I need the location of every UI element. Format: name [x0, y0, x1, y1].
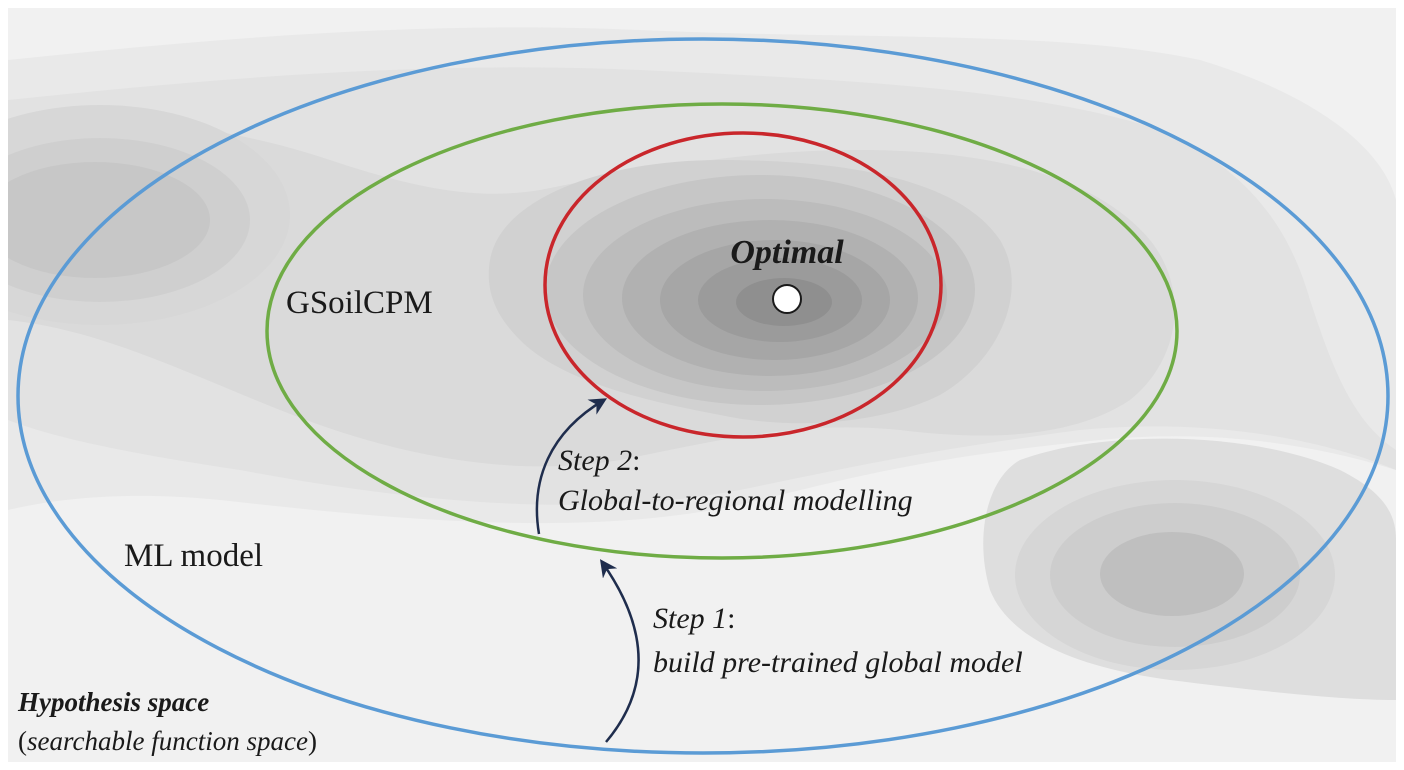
- gsoilcpm-label: GSoilCPM: [286, 285, 433, 321]
- step1-description: build pre-trained global model: [653, 646, 1023, 679]
- step1-arrow: [599, 559, 640, 743]
- optimal-label: Optimal: [730, 234, 844, 271]
- hypothesis-space-title: Hypothesis space: [17, 687, 209, 717]
- hypothesis-space-subtitle: searchable function space: [27, 726, 308, 756]
- contour-right-3: [1100, 532, 1244, 616]
- gsoilcpm-ellipse: [265, 102, 1179, 560]
- step1-title-line: Step 1:: [653, 602, 736, 635]
- step2-description: Global-to-regional modelling: [558, 484, 913, 517]
- step2-arrow: [535, 398, 608, 535]
- step1-colon: :: [727, 602, 735, 635]
- optimal-ellipse: [543, 131, 943, 439]
- ml-model-label: ML model: [124, 538, 263, 574]
- step2-title: Step 2: [558, 444, 632, 477]
- hyp-close-paren: ): [308, 726, 317, 756]
- hypothesis-space-ellipse: [16, 37, 1390, 755]
- optimal-point: [772, 284, 802, 314]
- step2-colon: :: [632, 444, 640, 477]
- step1-title: Step 1: [653, 602, 727, 635]
- hyp-open-paren: (: [18, 726, 27, 756]
- hypothesis-space-subtitle-line: (searchable function space): [18, 726, 317, 756]
- step2-title-line: Step 2:: [558, 444, 641, 477]
